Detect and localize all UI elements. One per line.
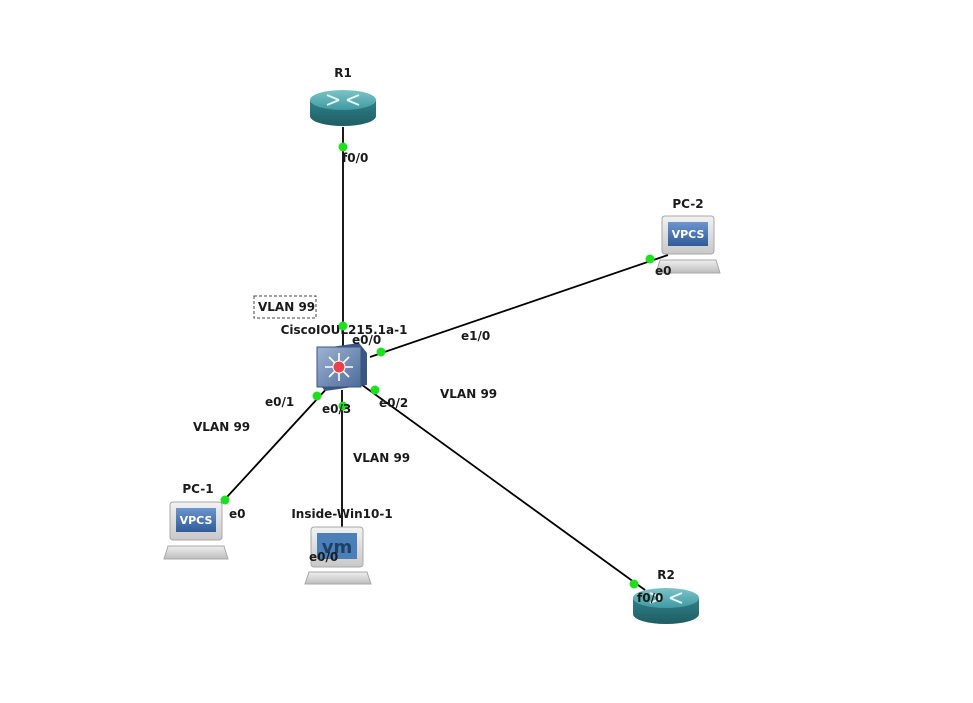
device-label-win10: Inside-Win10-1 — [291, 507, 392, 521]
port-label-sw-e02: e0/2 — [379, 396, 408, 410]
link-switch-pc2[interactable] — [369, 254, 669, 358]
vlan-note-box[interactable] — [253, 295, 317, 319]
device-label-pc1: PC-1 — [182, 482, 213, 496]
vlan-note-pc1[interactable]: VLAN 99 — [193, 420, 250, 434]
port-dot-sw-e10 — [376, 347, 386, 357]
switch-ciscoiou[interactable]: CiscoIOUL215.1a-1 — [281, 323, 408, 391]
port-label-sw-e03: e0/3 — [322, 402, 351, 416]
router-r1[interactable]: R1 — [310, 66, 376, 126]
port-label-r1-f00: f0/0 — [342, 151, 368, 165]
screen-text: vm — [322, 537, 353, 558]
router-icon — [633, 588, 699, 624]
port-dot-pc2-e0 — [645, 254, 655, 264]
switch-icon — [316, 343, 367, 391]
port-status-dots — [220, 142, 655, 589]
device-label-r1: R1 — [334, 66, 352, 80]
vpcs-pc-icon: VPCS — [655, 215, 721, 274]
port-dot-r2-f00 — [629, 579, 639, 589]
vlan-annotations: VLAN 99 VLAN 99 VLAN 99 VLAN 99 — [193, 295, 497, 465]
links-layer — [214, 127, 669, 591]
port-dot-pc1-e0 — [220, 495, 230, 505]
vpcs-pc-icon: VPCS — [163, 501, 229, 560]
port-label-sw-e10: e1/0 — [461, 329, 490, 343]
port-label-pc2-e0: e0 — [655, 264, 672, 278]
port-dot-sw-e01 — [312, 391, 322, 401]
vlan-note-r2[interactable]: VLAN 99 — [440, 387, 497, 401]
pc-2[interactable]: VPCS PC-2 — [655, 197, 721, 274]
vm-pc-icon: vm — [304, 526, 372, 585]
port-label-win-e00: e0/0 — [309, 550, 338, 564]
port-dot-sw-e03 — [338, 401, 348, 411]
pc-1[interactable]: VPCS PC-1 — [163, 482, 229, 560]
vlan-note-win10[interactable]: VLAN 99 — [353, 451, 410, 465]
vlan-note-switch[interactable]: VLAN 99 — [258, 300, 315, 314]
port-label-pc1-e0: e0 — [229, 507, 246, 521]
port-label-sw-e01: e0/1 — [265, 395, 294, 409]
link-switch-r2[interactable] — [357, 381, 646, 591]
device-label-pc2: PC-2 — [672, 197, 703, 211]
port-dot-sw-e02 — [370, 385, 380, 395]
link-switch-pc1[interactable] — [214, 384, 331, 511]
port-labels: f0/0 e0/0 e1/0 e0 e0/1 e0/3 e0/2 e0 e0/0… — [229, 151, 672, 605]
port-dot-sw-e00 — [338, 321, 348, 331]
screen-text: VPCS — [672, 228, 705, 241]
inside-win10-vm[interactable]: vm Inside-Win10-1 — [291, 507, 393, 585]
device-label-r2: R2 — [657, 568, 675, 582]
port-label-r2-f00: f0/0 — [637, 591, 663, 605]
router-icon — [310, 90, 376, 126]
port-dot-r1-f00 — [338, 142, 348, 152]
port-label-sw-e00: e0/0 — [352, 333, 381, 347]
router-r2[interactable]: R2 — [633, 568, 699, 624]
screen-text: VPCS — [180, 514, 213, 527]
